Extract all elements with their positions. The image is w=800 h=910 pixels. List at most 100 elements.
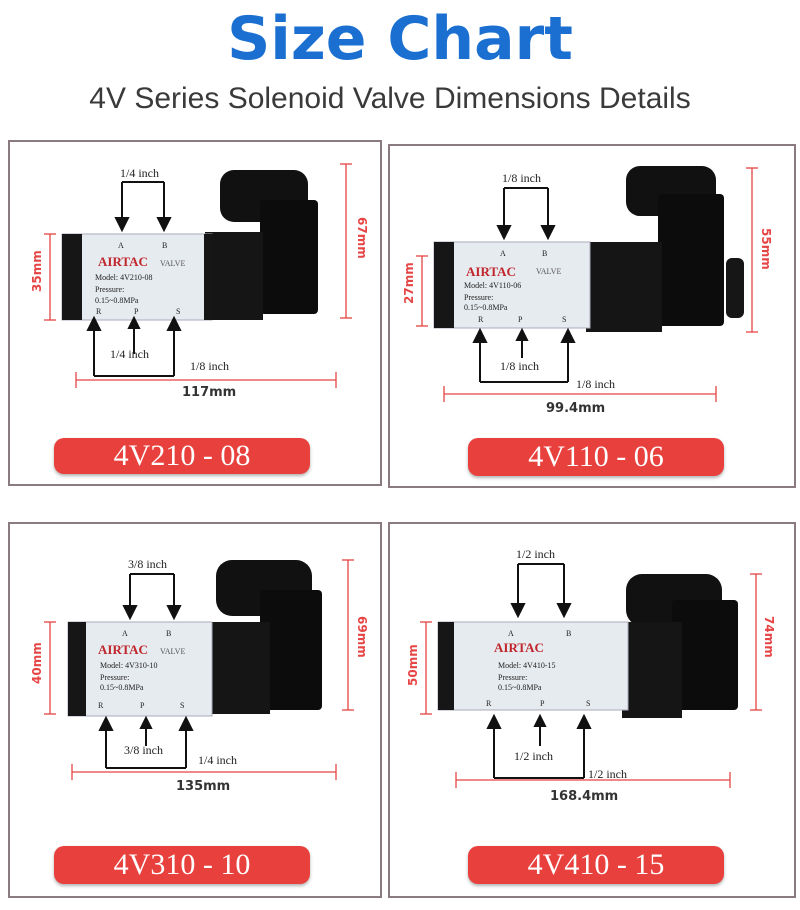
body-height-dimension: 50mm <box>406 644 420 686</box>
bottom-port-right-label: 1/8 inch <box>576 377 615 391</box>
nameplate-model: Model: 4V210-08 <box>95 273 153 282</box>
total-height-dimension: 67mm <box>355 217 369 259</box>
brand-logo: AIRTAC <box>466 264 516 279</box>
model-label-pill: 4V310 - 10 <box>54 846 310 884</box>
page-title: Size Chart <box>227 4 573 74</box>
valve-body <box>67 621 213 717</box>
brand-suffix: VALVE <box>160 259 185 268</box>
port-b-label: B <box>566 629 571 638</box>
brand-suffix: VALVE <box>160 647 185 656</box>
nameplate-pressure-label: Pressure: <box>498 673 527 682</box>
brand-logo: AIRTAC <box>98 642 148 657</box>
solenoid-coil <box>206 560 322 714</box>
valve-diagram: AIRTAC VALVE Model: 4V110-06 Pressure: 0… <box>402 166 773 416</box>
valve-diagram: AIRTAC Model: 4V410-15 Pressure: 0.15~0.… <box>406 547 776 804</box>
bottom-port-callout <box>98 715 194 769</box>
body-height-dimension-line <box>44 621 56 715</box>
length-dimension: 99.4mm <box>546 401 605 416</box>
port-a-label: A <box>508 629 514 638</box>
bottom-port-left-label: 1/8 inch <box>500 359 539 373</box>
length-dimension-line <box>75 372 337 388</box>
top-port-callout <box>510 563 572 619</box>
port-a-label: A <box>118 241 124 250</box>
port-a-label: A <box>500 249 506 258</box>
top-port-callout <box>122 573 182 621</box>
bottom-port-left-label: 1/4 inch <box>110 347 149 361</box>
body-height-dimension-line <box>420 621 432 715</box>
port-b-label: B <box>542 249 547 258</box>
port-r-label: R <box>96 307 102 316</box>
port-p-label: P <box>140 701 145 710</box>
top-port-label: 3/8 inch <box>128 557 167 571</box>
port-r-label: R <box>478 315 484 324</box>
port-r-label: R <box>98 701 104 710</box>
bottom-port-left-label: 1/2 inch <box>514 749 553 763</box>
body-height-dimension: 27mm <box>402 262 416 304</box>
body-height-dimension-line <box>416 255 428 327</box>
port-p-label: P <box>518 315 523 324</box>
length-dimension-line <box>71 764 337 780</box>
port-p-label: P <box>540 699 545 708</box>
top-port-label: 1/4 inch <box>120 166 159 180</box>
port-p-label: P <box>134 307 139 316</box>
total-height-dimension: 74mm <box>762 616 776 658</box>
port-s-label: S <box>586 699 590 708</box>
solenoid-coil <box>205 170 318 320</box>
valve-panel-4v310: AIRTAC VALVE Model: 4V310-10 Pressure: 0… <box>8 522 382 898</box>
page-subtitle: 4V Series Solenoid Valve Dimensions Deta… <box>89 82 691 115</box>
solenoid-coil <box>586 166 744 332</box>
nameplate-pressure-value: 0.15~0.8MPa <box>464 303 508 312</box>
valve-body <box>433 241 591 329</box>
valve-diagram: AIRTAC VALVE Model: 4V310-10 Pressure: 0… <box>30 557 369 794</box>
length-dimension-line <box>455 772 731 788</box>
body-height-dimension: 40mm <box>30 642 44 684</box>
valve-panel-4v410: AIRTAC Model: 4V410-15 Pressure: 0.15~0.… <box>388 522 796 898</box>
port-b-label: B <box>166 629 171 638</box>
total-height-dimension: 69mm <box>355 616 369 658</box>
total-height-dimension-line <box>750 573 762 711</box>
total-height-dimension-line <box>342 559 354 711</box>
port-s-label: S <box>176 307 180 316</box>
bottom-port-callout <box>472 327 576 383</box>
bottom-port-right-label: 1/4 inch <box>198 753 237 767</box>
bottom-port-callout <box>86 315 182 377</box>
length-dimension: 135mm <box>176 779 230 794</box>
solenoid-coil <box>622 574 738 718</box>
port-a-label: A <box>122 629 128 638</box>
bottom-port-right-label: 1/2 inch <box>588 767 627 781</box>
nameplate-pressure-label: Pressure: <box>100 673 129 682</box>
length-dimension: 117mm <box>182 385 236 400</box>
total-height-dimension-line <box>340 163 352 319</box>
top-port-callout <box>496 187 556 241</box>
valve-diagram: AIRTAC VALVE Model: 4V210-08 Pressure: 0… <box>30 163 369 400</box>
port-r-label: R <box>486 699 492 708</box>
bottom-port-right-label: 1/8 inch <box>190 359 229 373</box>
valve-panel-4v210: AIRTAC VALVE Model: 4V210-08 Pressure: 0… <box>8 140 382 486</box>
nameplate-pressure-value: 0.15~0.8MPa <box>100 683 144 692</box>
port-s-label: S <box>562 315 566 324</box>
brand-logo: AIRTAC <box>494 640 544 655</box>
valve-body <box>61 233 213 321</box>
top-port-label: 1/8 inch <box>502 171 541 185</box>
nameplate-model: Model: 4V110-06 <box>464 281 521 290</box>
model-label-pill: 4V210 - 08 <box>54 438 310 474</box>
model-label-pill: 4V410 - 15 <box>468 846 724 884</box>
length-dimension-line <box>443 386 717 402</box>
body-height-dimension-line <box>44 233 56 321</box>
nameplate-model: Model: 4V410-15 <box>498 661 556 670</box>
nameplate-pressure-value: 0.15~0.8MPa <box>498 683 542 692</box>
nameplate-model: Model: 4V310-10 <box>100 661 158 670</box>
total-height-dimension-line <box>746 167 758 333</box>
total-height-dimension: 55mm <box>759 228 773 270</box>
brand-suffix: VALVE <box>536 267 561 276</box>
bottom-port-left-label: 3/8 inch <box>124 743 163 757</box>
model-label-pill: 4V110 - 06 <box>468 438 724 476</box>
port-b-label: B <box>162 241 167 250</box>
nameplate-pressure-label: Pressure: <box>464 293 493 302</box>
brand-logo: AIRTAC <box>98 254 148 269</box>
nameplate-pressure-label: Pressure: <box>95 285 124 294</box>
top-port-callout <box>114 181 172 233</box>
body-height-dimension: 35mm <box>30 250 44 292</box>
valve-panel-4v110: AIRTAC VALVE Model: 4V110-06 Pressure: 0… <box>388 144 796 488</box>
nameplate-pressure-value: 0.15~0.8MPa <box>95 296 139 305</box>
